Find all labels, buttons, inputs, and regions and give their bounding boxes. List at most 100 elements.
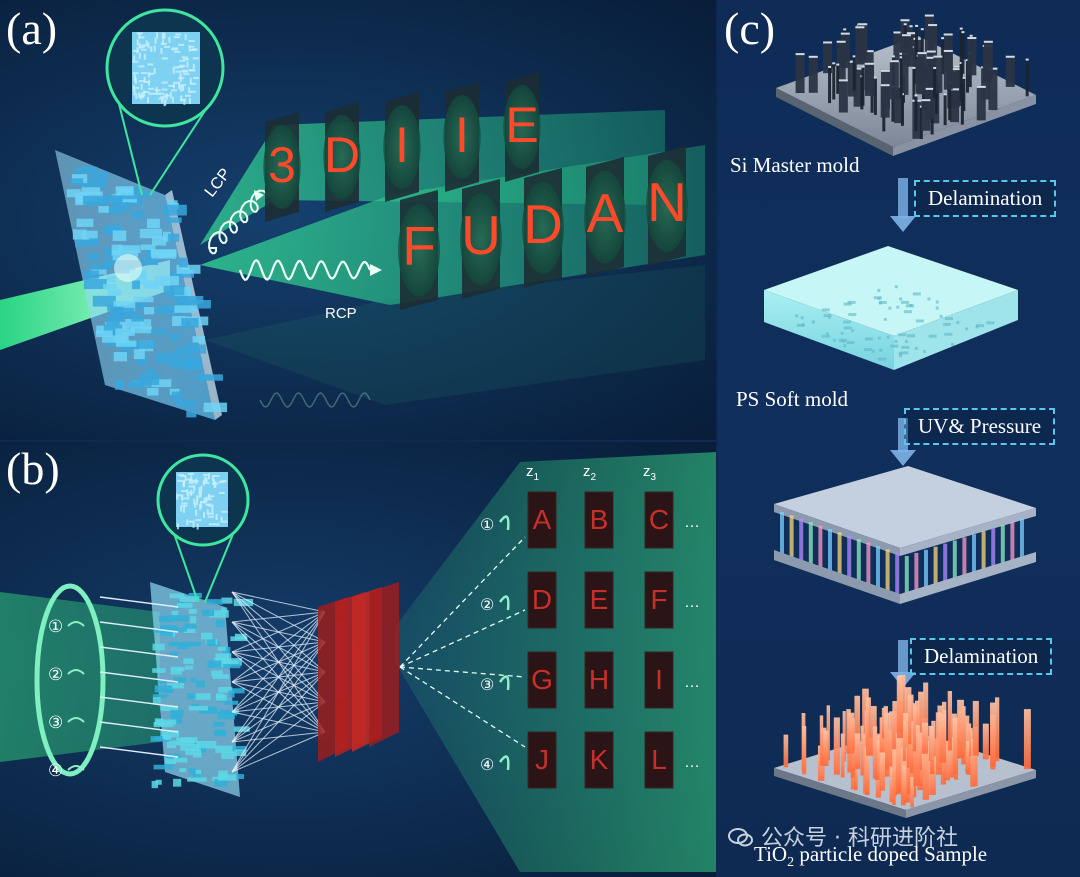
bottom-letter-3: D — [523, 193, 563, 255]
imprint-hole — [832, 338, 836, 342]
nanofin — [141, 72, 148, 75]
converging-ray — [231, 611, 326, 743]
imprint-hole — [976, 324, 985, 328]
pillar — [176, 603, 193, 608]
pillar — [184, 623, 197, 629]
nanofin — [170, 89, 177, 92]
nanofin — [200, 502, 203, 509]
silicon-pillar — [899, 56, 903, 99]
nanofin — [178, 43, 185, 46]
row-ellipsis: … — [684, 674, 700, 691]
top-plane-5: E — [503, 72, 541, 182]
nanofin — [188, 491, 195, 494]
left-marker-4: ④ — [48, 761, 63, 780]
top-letter-4: I — [455, 107, 469, 163]
converging-ray — [231, 611, 326, 773]
imprint-hole — [928, 334, 937, 338]
tio2-pillar — [929, 756, 936, 795]
nanofin — [174, 50, 181, 53]
pillar — [89, 263, 112, 270]
converging-ray — [231, 591, 326, 613]
pillar — [179, 295, 204, 304]
pillar — [209, 610, 229, 618]
pillar — [83, 279, 107, 290]
imprint-hole — [878, 300, 887, 304]
nanofin — [141, 91, 144, 98]
silicon-pillar — [950, 68, 960, 108]
pillar — [154, 685, 172, 693]
silicon-pillar — [959, 27, 963, 72]
nanofin — [150, 46, 153, 53]
nanofin — [154, 89, 161, 92]
nanofin — [205, 477, 208, 484]
pillar — [128, 382, 145, 389]
filled-pillar — [808, 522, 813, 565]
imprint-hole — [899, 297, 903, 301]
nanofin — [192, 57, 199, 60]
pillar — [72, 229, 87, 240]
imprint-hole — [923, 350, 927, 354]
ps-soft-mold — [764, 246, 1018, 370]
nanofin — [181, 497, 188, 500]
imprint-hole — [904, 340, 908, 344]
imprint-hole — [898, 352, 902, 356]
pillar — [179, 768, 187, 773]
pillar — [170, 709, 184, 717]
row-marker-2: ② — [480, 597, 494, 614]
pillar — [160, 730, 179, 738]
pillar — [117, 245, 141, 253]
pillar — [217, 711, 235, 720]
nanofin — [168, 84, 175, 87]
pillar — [143, 280, 159, 289]
grid-letter: I — [655, 664, 663, 695]
pillar — [194, 693, 211, 700]
nanofin — [179, 84, 186, 87]
silicon-pillar — [795, 53, 805, 94]
polarization-arrow-icon — [498, 595, 510, 611]
grid-cell: E — [584, 571, 614, 629]
rcp-beam-cone — [200, 145, 705, 305]
nanofin — [156, 32, 159, 39]
nanofin — [189, 77, 192, 84]
nanofin — [162, 39, 165, 46]
nanofin — [200, 485, 203, 492]
left-marker-1: ① — [48, 617, 63, 636]
focal-glow — [114, 254, 142, 282]
lcp-beam-cone — [200, 110, 665, 245]
pillar — [196, 740, 217, 749]
silicon-pillar — [873, 76, 877, 115]
pillar — [164, 757, 177, 764]
nanofin — [184, 474, 187, 481]
nanofin — [132, 72, 139, 75]
nanofin — [195, 509, 198, 516]
nanofin — [184, 34, 187, 41]
nanofin — [138, 92, 141, 99]
pillar — [213, 722, 225, 727]
pillar — [170, 666, 182, 675]
nanofin — [140, 93, 143, 100]
nanofin — [161, 97, 164, 104]
filled-pillar — [876, 546, 880, 588]
dashed-ray — [399, 666, 526, 748]
tio2-pillar — [914, 700, 920, 738]
imprint-hole — [950, 342, 954, 346]
pillar — [218, 774, 237, 781]
nanofin — [136, 47, 139, 54]
pillar — [169, 593, 185, 599]
nanofin — [186, 61, 189, 68]
pillar — [234, 633, 247, 640]
pillar — [207, 660, 222, 668]
silicon-pillar — [965, 59, 969, 93]
pillar — [66, 189, 81, 198]
pillar — [181, 317, 199, 328]
nanofin — [180, 98, 187, 101]
panel-label-b: (b) — [6, 443, 60, 494]
silicon-pillar — [852, 55, 856, 91]
tio2-pillar — [952, 717, 958, 775]
panel-c: (c) Si Master mold Delamination PS Soft … — [718, 0, 1080, 877]
filled-pillar — [1000, 525, 1005, 567]
input-ray — [99, 746, 179, 758]
imprint-hole — [846, 341, 855, 345]
pillar — [196, 680, 205, 688]
